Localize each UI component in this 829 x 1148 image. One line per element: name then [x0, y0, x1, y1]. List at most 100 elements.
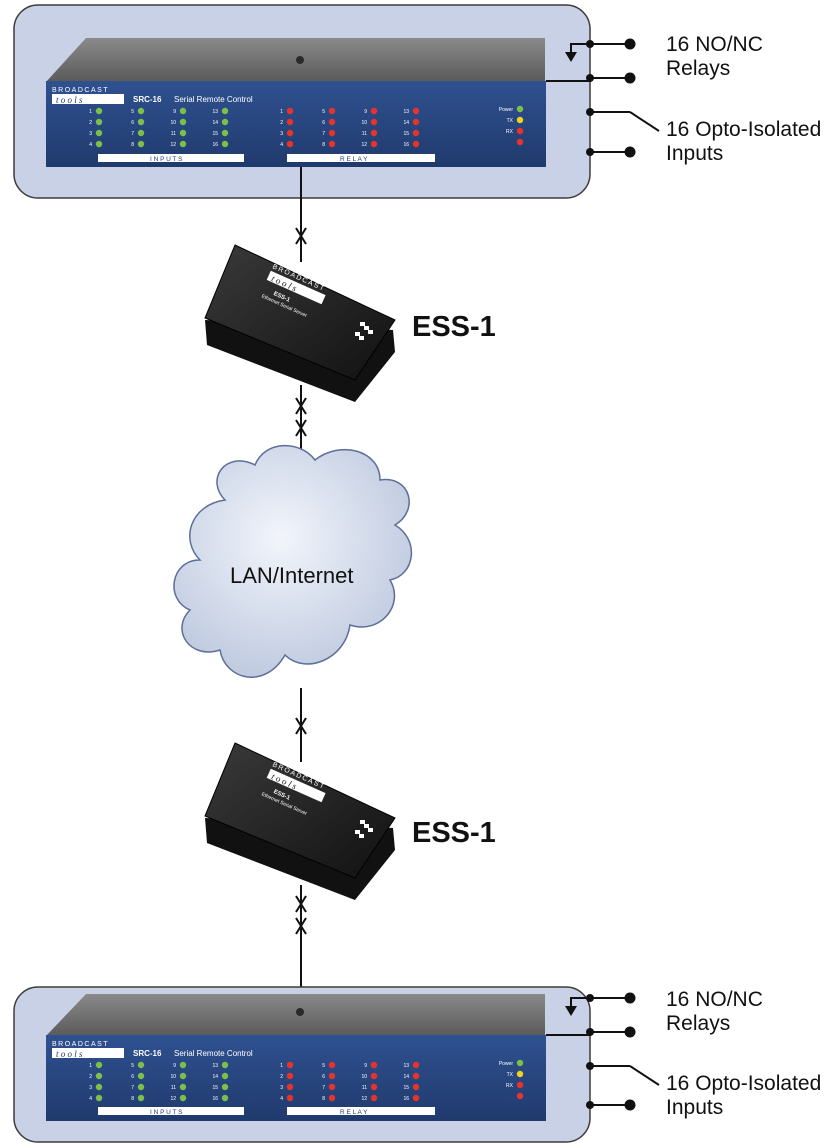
- relay-led: [328, 1061, 336, 1069]
- status-led-label: TX: [507, 1072, 514, 1078]
- top-relay-bar: [287, 154, 435, 162]
- led-number: 4: [89, 142, 92, 148]
- status-led: [516, 116, 524, 124]
- bottom-unit-chassis: [46, 994, 545, 1036]
- ess1-bottom-device: BROADCAST t o o l s ESS-1 Ethernet Seria…: [204, 742, 396, 900]
- ess1-top-body: [204, 244, 396, 381]
- bottom-relay-arrowhead: [565, 1006, 577, 1016]
- ess1-top-device: BROADCAST t o o l s ESS-1 Ethernet Seria…: [204, 244, 396, 402]
- relay-led: [370, 1061, 378, 1069]
- input-led: [179, 129, 187, 137]
- relay-led: [370, 118, 378, 126]
- bottom-relay-label: R E L A Y: [340, 1109, 368, 1116]
- led-number: 7: [322, 1085, 325, 1091]
- relay-led: [328, 129, 336, 137]
- input-led: [137, 1061, 145, 1069]
- bottom-node-2: [586, 1028, 594, 1036]
- status-led-label: TX: [507, 118, 514, 124]
- top-relay-label: R E L A Y: [340, 156, 368, 163]
- bottom-inputs-label-text: 16 Opto-Isolated Inputs: [666, 1072, 822, 1119]
- relay-led: [286, 1083, 294, 1091]
- led-number: 2: [280, 1074, 283, 1080]
- top-node-3: [586, 108, 594, 116]
- bottom-inputs-label: I N P U T S: [150, 1109, 183, 1116]
- top-terminal-1: [624, 38, 636, 50]
- led-number: 15: [403, 131, 409, 137]
- input-led: [179, 1061, 187, 1069]
- top-relays-label: 16 NO/NC Relays: [666, 33, 763, 80]
- input-led: [137, 1083, 145, 1091]
- input-led: [221, 129, 229, 137]
- relay-led: [370, 1072, 378, 1080]
- input-led: [95, 1061, 103, 1069]
- led-number: 14: [403, 120, 409, 126]
- input-led: [95, 1072, 103, 1080]
- bottom-terminal-3: [624, 1099, 636, 1111]
- led-number: 8: [322, 142, 325, 148]
- bottom-unit-front-panel: [46, 1035, 546, 1121]
- relay-led: [286, 140, 294, 148]
- led-number: 1: [280, 1063, 283, 1069]
- bottom-src16-unit: BROADCAST t o o l s SRC-16 Serial Remote…: [13, 986, 591, 1143]
- ess1-top-ports: [355, 322, 373, 340]
- input-led: [179, 1083, 187, 1091]
- top-inputs-label-text: 16 Opto-Isolated Inputs: [666, 118, 822, 165]
- led-number: 8: [131, 142, 134, 148]
- led-number: 15: [403, 1085, 409, 1091]
- led-number: 7: [322, 131, 325, 137]
- led-number: 5: [131, 1063, 134, 1069]
- input-led: [221, 107, 229, 115]
- ess1-bottom-brand-box: [266, 768, 326, 803]
- status-led-label: RX: [506, 1083, 514, 1089]
- input-led: [221, 1083, 229, 1091]
- bottom-terminal-2: [624, 1026, 636, 1038]
- relay-led: [412, 1083, 420, 1091]
- status-led: [516, 1059, 524, 1067]
- input-led: [95, 1094, 103, 1102]
- relay-led: [328, 140, 336, 148]
- input-led: [179, 118, 187, 126]
- led-number: 1: [280, 109, 283, 115]
- led-number: 7: [131, 1085, 134, 1091]
- top-terminal-3: [624, 146, 636, 158]
- relay-led: [328, 1083, 336, 1091]
- led-number: 2: [89, 1074, 92, 1080]
- led-number: 11: [362, 1085, 367, 1091]
- top-unit-chassis: [46, 38, 545, 82]
- relay-led: [286, 1072, 294, 1080]
- relay-led: [412, 140, 420, 148]
- bottom-model-desc: Serial Remote Control: [174, 1049, 253, 1058]
- led-number: 10: [170, 120, 176, 126]
- input-led: [95, 140, 103, 148]
- top-unit-front-panel: [46, 81, 546, 167]
- relay-led: [412, 107, 420, 115]
- status-led: [516, 1092, 524, 1100]
- relay-led: [370, 1094, 378, 1102]
- status-led: [516, 1070, 524, 1078]
- led-number: 12: [170, 142, 176, 148]
- input-led: [179, 1072, 187, 1080]
- relay-led: [412, 1094, 420, 1102]
- led-number: 6: [322, 1074, 325, 1080]
- led-number: 9: [364, 1063, 367, 1069]
- bottom-inputs-bar: [98, 1107, 244, 1115]
- led-number: 3: [89, 1085, 92, 1091]
- led-number: 2: [89, 120, 92, 126]
- led-number: 12: [361, 1096, 367, 1102]
- input-led: [137, 1094, 145, 1102]
- led-number: 14: [212, 120, 218, 126]
- top-model: SRC-16: [133, 95, 162, 104]
- led-number: 7: [131, 131, 134, 137]
- led-number: 16: [212, 142, 218, 148]
- relay-led: [328, 107, 336, 115]
- relay-led: [370, 140, 378, 148]
- led-number: 5: [322, 1063, 325, 1069]
- bottom-brand-box: [52, 1048, 124, 1058]
- input-led: [221, 1061, 229, 1069]
- led-number: 9: [173, 109, 176, 115]
- input-led: [137, 107, 145, 115]
- led-number: 10: [361, 1074, 367, 1080]
